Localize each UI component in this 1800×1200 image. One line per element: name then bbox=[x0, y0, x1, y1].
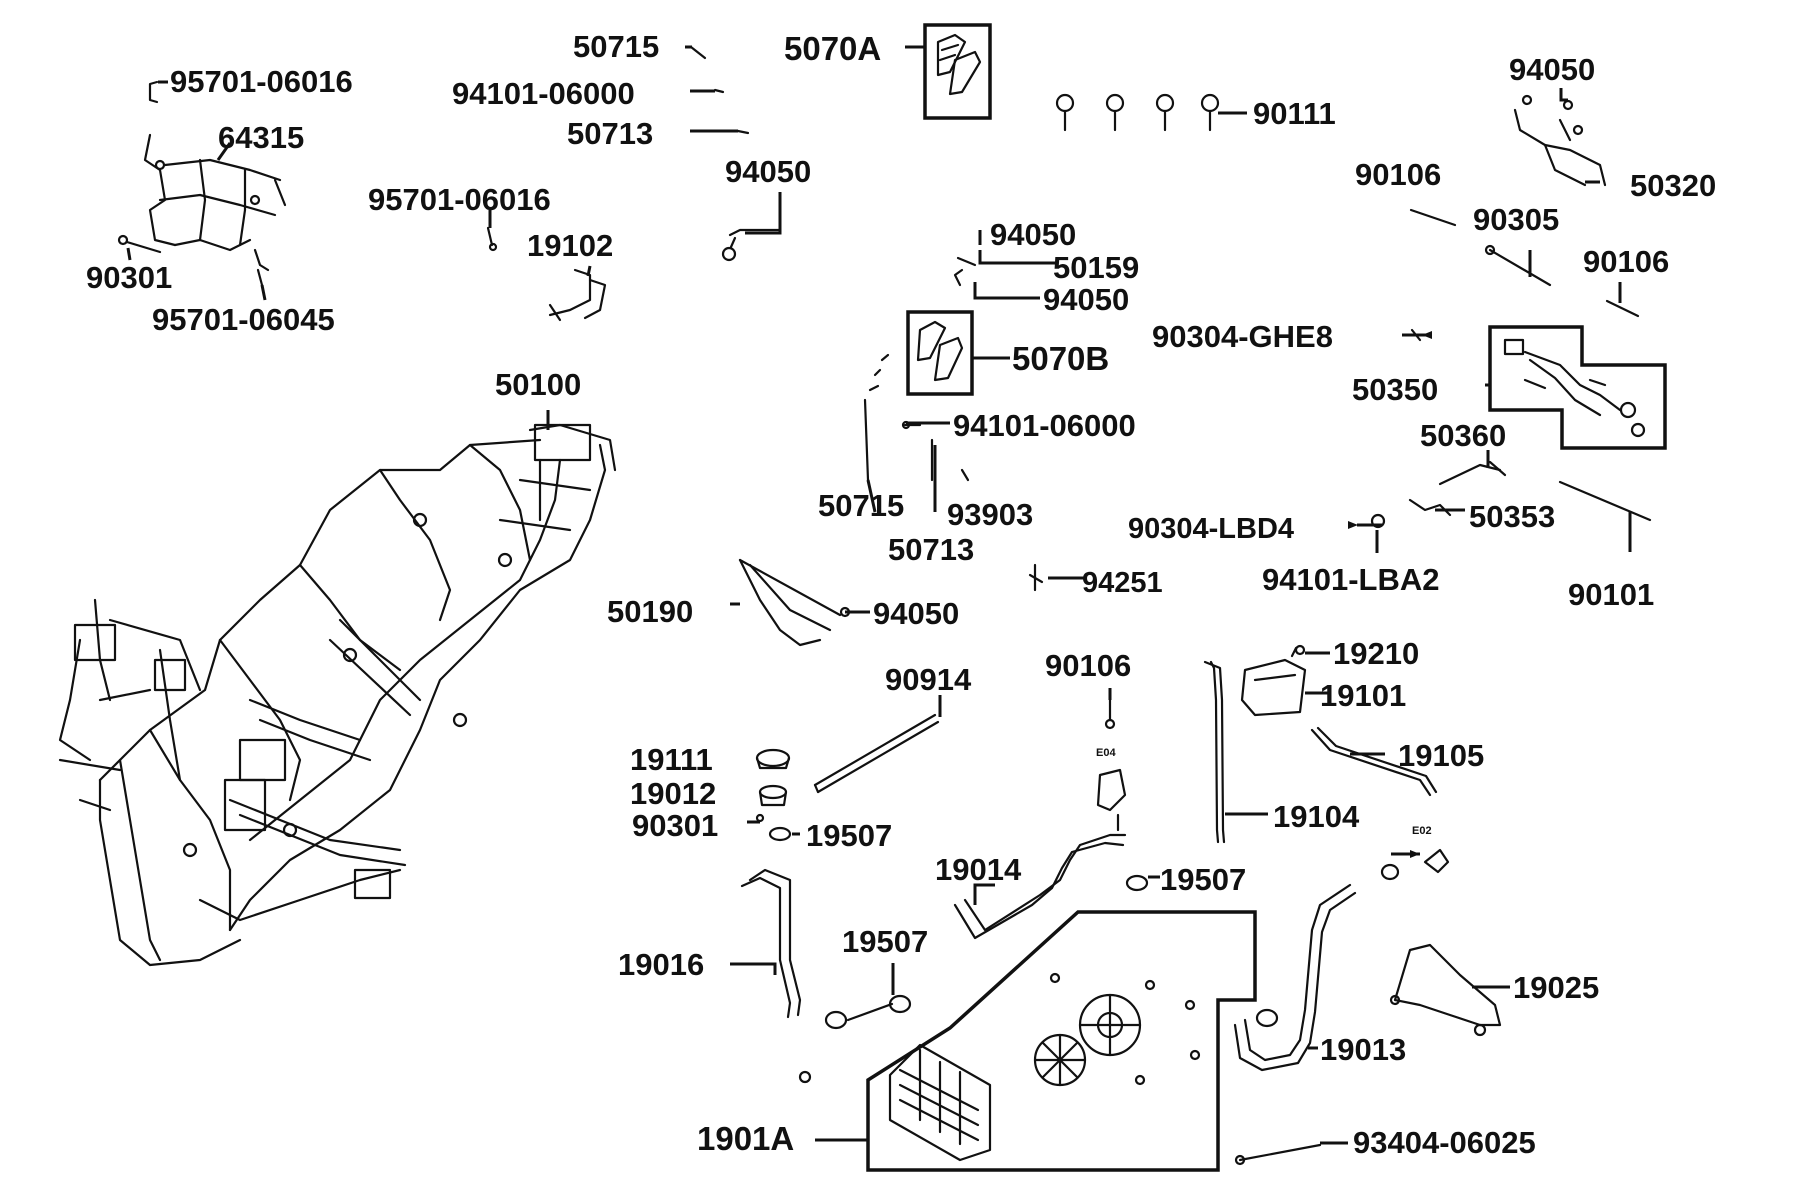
bolts-90111-illustration bbox=[1055, 93, 1220, 132]
bolt-93404-illustration bbox=[1234, 1143, 1322, 1166]
hose-19104-illustration bbox=[1203, 660, 1226, 844]
label-95701-06016-b: 95701-06016 bbox=[368, 182, 551, 217]
label-90111: 90111 bbox=[1253, 96, 1336, 131]
box-1901A bbox=[866, 910, 1257, 1172]
tag-E02: E02 bbox=[1412, 825, 1432, 837]
label-94101-LBA2: 94101-LBA2 bbox=[1262, 562, 1439, 597]
label-50360: 50360 bbox=[1420, 418, 1506, 453]
clamps-19507-illustration bbox=[824, 848, 1450, 1030]
label-50350: 50350 bbox=[1352, 372, 1438, 407]
part-labels: 95701-06016 64315 90301 95701-06045 9570… bbox=[86, 29, 1716, 1160]
label-94050-c: 94050 bbox=[990, 217, 1076, 252]
label-95701-06016-a: 95701-06016 bbox=[170, 64, 353, 99]
arrowheads bbox=[1348, 331, 1432, 858]
label-64315: 64315 bbox=[218, 120, 304, 155]
label-50713-b: 50713 bbox=[888, 532, 974, 567]
label-94251: 94251 bbox=[1082, 567, 1163, 599]
footrest-5070A-illustration bbox=[936, 33, 982, 96]
footrest-5070B-illustration bbox=[916, 320, 964, 382]
label-19025: 19025 bbox=[1513, 970, 1599, 1005]
leader-lines bbox=[126, 45, 1632, 1145]
label-19104: 19104 bbox=[1273, 799, 1360, 834]
label-19102: 19102 bbox=[527, 228, 613, 263]
label-50715-a: 50715 bbox=[573, 29, 659, 64]
label-94101-06000-a: 94101-06000 bbox=[452, 76, 635, 111]
fasteners-center-illustration bbox=[863, 256, 1044, 592]
main-frame-illustration bbox=[58, 423, 617, 967]
label-90301-a: 90301 bbox=[86, 260, 172, 295]
radiator-illustration bbox=[798, 1043, 992, 1162]
label-19014: 19014 bbox=[935, 852, 1022, 887]
tag-E04: E04 bbox=[1096, 747, 1116, 759]
bracket-19102-illustration bbox=[548, 268, 607, 322]
label-90301-b: 90301 bbox=[632, 808, 718, 843]
label-19111: 19111 bbox=[630, 742, 713, 777]
label-90914: 90914 bbox=[885, 662, 972, 697]
label-50190: 50190 bbox=[607, 594, 693, 629]
label-90106-c: 90106 bbox=[1045, 648, 1131, 683]
label-90304-LBD4: 90304-LBD4 bbox=[1128, 513, 1294, 545]
label-50353: 50353 bbox=[1469, 499, 1555, 534]
label-90305: 90305 bbox=[1473, 202, 1559, 237]
box-5070B bbox=[906, 310, 974, 396]
label-94050-a: 94050 bbox=[725, 154, 811, 189]
rod-90914-illustration bbox=[813, 713, 940, 794]
bracket-50320-illustration bbox=[1513, 94, 1607, 187]
label-94050-d: 94050 bbox=[1043, 282, 1129, 317]
box-50350 bbox=[1488, 325, 1667, 450]
label-94050-e: 94050 bbox=[873, 596, 959, 631]
label-50159: 50159 bbox=[1053, 250, 1139, 285]
cover-19025-illustration bbox=[1389, 943, 1502, 1037]
label-94101-06000-b: 94101-06000 bbox=[953, 408, 1136, 443]
stay-50190-illustration bbox=[738, 558, 851, 647]
label-50320: 50320 bbox=[1630, 168, 1716, 203]
label-93404-06025: 93404-06025 bbox=[1353, 1125, 1536, 1160]
reservoir-19101-illustration bbox=[1240, 644, 1307, 717]
label-5070B: 5070B bbox=[1012, 340, 1109, 377]
hose-19013-illustration bbox=[1233, 883, 1357, 1072]
label-94050-b: 94050 bbox=[1509, 52, 1595, 87]
bracket-64315-illustration bbox=[143, 133, 287, 252]
label-5070A: 5070A bbox=[784, 30, 881, 67]
hose-19016-illustration bbox=[740, 868, 802, 1019]
label-90106-a: 90106 bbox=[1355, 157, 1441, 192]
pins-right-illustration bbox=[1409, 208, 1652, 522]
fan-illustration bbox=[1033, 972, 1201, 1087]
label-50100: 50100 bbox=[495, 367, 581, 402]
label-19507-a: 19507 bbox=[806, 818, 892, 853]
label-95701-06045: 95701-06045 bbox=[152, 302, 335, 337]
filler-cap-illustration bbox=[755, 748, 792, 842]
label-90304-GHE8: 90304-GHE8 bbox=[1152, 319, 1333, 354]
label-19101: 19101 bbox=[1320, 678, 1406, 713]
label-19105: 19105 bbox=[1398, 738, 1484, 773]
label-90106-b: 90106 bbox=[1583, 244, 1669, 279]
hose-19014-illustration bbox=[953, 833, 1127, 940]
label-93903: 93903 bbox=[947, 497, 1033, 532]
label-50715-b: 50715 bbox=[818, 488, 904, 523]
label-19012: 19012 bbox=[630, 776, 716, 811]
hose-19105-illustration bbox=[1310, 726, 1438, 797]
label-90101: 90101 bbox=[1568, 577, 1654, 612]
label-19507-b: 19507 bbox=[1160, 862, 1246, 897]
label-19016: 19016 bbox=[618, 947, 704, 982]
label-19210: 19210 bbox=[1333, 636, 1419, 671]
box-5070A bbox=[923, 23, 992, 120]
fasteners-top-left bbox=[117, 45, 782, 287]
stand-50350-illustration bbox=[1503, 338, 1646, 438]
label-19013: 19013 bbox=[1320, 1032, 1406, 1067]
label-19507-c: 19507 bbox=[842, 924, 928, 959]
thermostat-illustration bbox=[1096, 688, 1127, 832]
label-50713-a: 50713 bbox=[567, 116, 653, 151]
label-1901A: 1901A bbox=[697, 1120, 794, 1157]
